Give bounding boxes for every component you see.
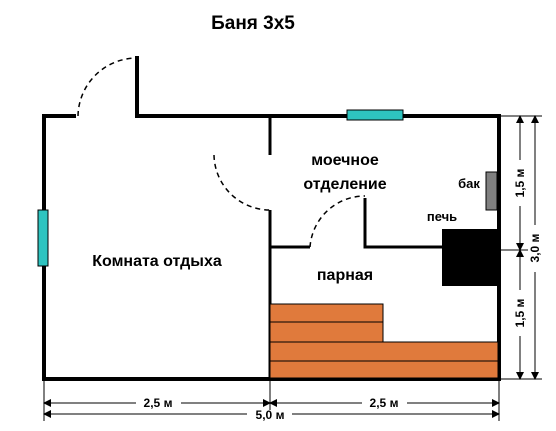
dim-total-width: 5,0 м: [256, 408, 285, 422]
dim-right-width: 2,5 м: [370, 396, 399, 410]
bench-lower-2: [269, 360, 499, 379]
entrance-door-swing: [77, 57, 138, 117]
vertical-dimensions: [499, 115, 542, 380]
tank-label: бак: [458, 176, 480, 191]
rest-room-label: Комната отдыха: [92, 253, 222, 270]
plan-title: Баня 3х5: [211, 13, 295, 34]
steam-room-label: парная: [317, 267, 373, 284]
bench-lower-1: [269, 341, 499, 362]
steam-room-door-swing: [309, 195, 366, 248]
dim-left-width: 2,5 м: [144, 396, 173, 410]
bench-top: [269, 303, 384, 323]
dim-total-height: 3,0 м: [528, 233, 542, 262]
tank: [485, 171, 498, 211]
stove-label: печь: [427, 209, 457, 224]
window-left: [37, 209, 49, 267]
dim-lower-height: 1,5 м: [513, 298, 527, 327]
wash-room-label-line1: моечное: [311, 152, 379, 169]
wash-room-label-line2: отделение: [303, 176, 386, 193]
bench-middle: [269, 321, 384, 343]
window-top: [346, 109, 404, 121]
benches: [269, 303, 499, 379]
horizontal-dimensions: [43, 381, 500, 421]
rest-room-door-swing: [213, 154, 271, 211]
stove: [442, 229, 497, 286]
dim-upper-height: 1,5 м: [513, 168, 527, 197]
